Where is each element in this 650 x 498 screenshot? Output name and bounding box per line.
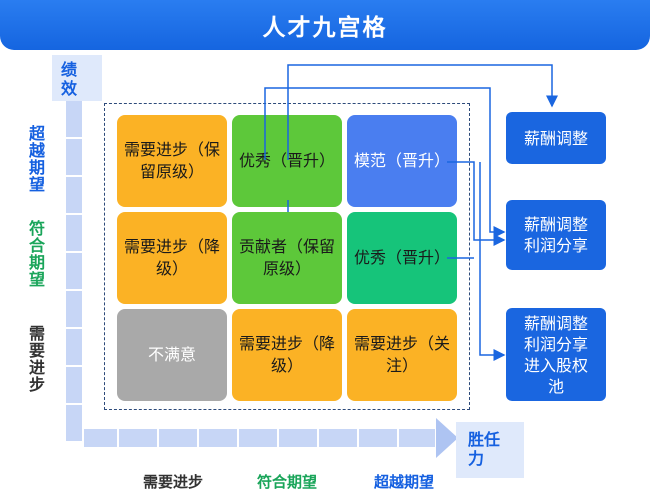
connector-exemplary xyxy=(447,161,506,246)
connector-to-equity xyxy=(479,162,506,361)
grid-cell-label: 优秀（晋升） xyxy=(353,248,450,267)
grid-cell: 贡献者（保留原级） xyxy=(232,212,342,304)
outcome-label: 薪酬调整利润分享 xyxy=(524,215,589,255)
grid-cell: 模范（晋升） xyxy=(347,115,457,207)
grid-cell: 需要进步（关注） xyxy=(347,309,457,401)
grid-cell: 需要进步（降级） xyxy=(232,309,342,401)
y-axis-label: 绩效 xyxy=(60,60,77,98)
grid-cell: 不满意 xyxy=(117,309,227,401)
grid-cell-label: 需要进步（关注） xyxy=(353,334,450,375)
grid-cell-label: 优秀（晋升） xyxy=(238,151,335,170)
grid-cell: 需要进步（降级） xyxy=(117,212,227,304)
grid-cell: 需要进步（保留原级） xyxy=(117,115,227,207)
outcome-box: 薪酬调整 xyxy=(506,112,606,164)
y-axis-label-box xyxy=(52,55,102,101)
connector-to-salary xyxy=(287,64,558,160)
outcome-label: 薪酬调整利润分享进入股权池 xyxy=(523,313,588,396)
grid-cell-label: 模范（晋升） xyxy=(353,151,450,170)
y-level-low: 需要进步 xyxy=(28,324,45,394)
grid-cell-label: 需要进步（降级） xyxy=(238,334,335,375)
grid-cell-label: 需要进步（保留原级） xyxy=(123,140,220,181)
connector-to-profit-share xyxy=(264,87,506,238)
grid-cell-label: 需要进步（降级） xyxy=(123,237,220,278)
title-banner: 人才九宫格 xyxy=(0,0,650,50)
y-level-high: 超越期望 xyxy=(28,124,45,194)
x-level-low: 需要进步 xyxy=(143,473,204,491)
nine-box-frame xyxy=(104,103,470,410)
outcome-label: 薪酬调整 xyxy=(523,128,588,148)
page-title: 人才九宫格 xyxy=(262,15,388,41)
outcome-box: 薪酬调整利润分享 xyxy=(506,200,606,270)
x-axis-label-box xyxy=(456,422,524,478)
y-level-mid: 符合期望 xyxy=(28,219,45,289)
grid-cell-label: 贡献者（保留原级） xyxy=(238,237,335,278)
x-level-high: 超越期望 xyxy=(374,473,435,491)
x-level-mid: 符合期望 xyxy=(257,473,318,491)
outcome-box: 薪酬调整利润分享进入股权池 xyxy=(506,308,606,401)
grid-cell-label: 不满意 xyxy=(147,345,196,364)
grid-cell: 优秀（晋升） xyxy=(347,212,457,304)
x-axis-label: 胜任力 xyxy=(468,430,501,468)
x-axis-arrowhead xyxy=(436,418,458,458)
grid-cell: 优秀（晋升） xyxy=(232,115,342,207)
y-axis-segment xyxy=(64,403,84,443)
